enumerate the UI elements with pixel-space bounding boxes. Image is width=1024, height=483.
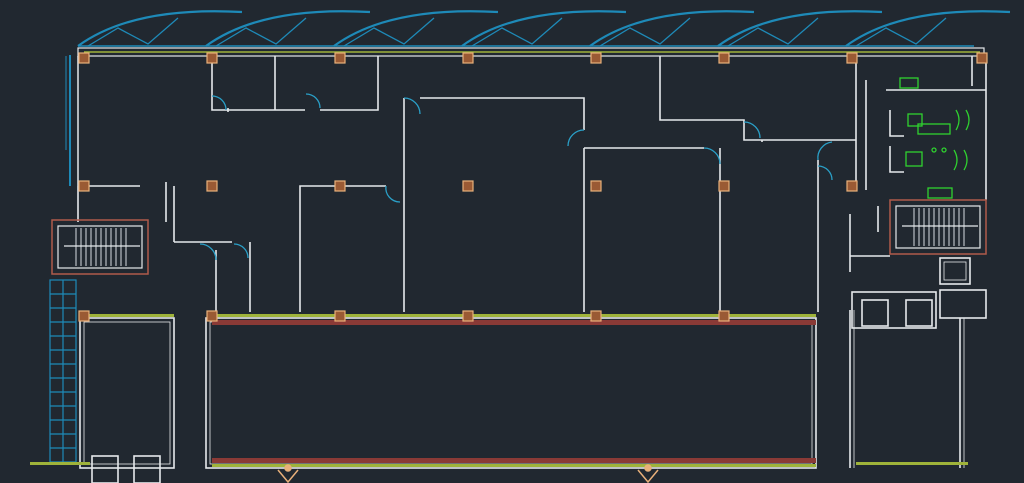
door-swings [199, 93, 833, 261]
west-curtain-wall [49, 279, 77, 465]
canopy-truss [727, 17, 819, 47]
canopy-arc [461, 10, 627, 47]
north-facade [77, 47, 985, 57]
column [78, 180, 90, 192]
door-swing [233, 243, 249, 259]
canopy-arc [205, 10, 371, 47]
canopy-truss [599, 17, 691, 47]
canopy-truss [87, 17, 179, 47]
entrance-markers [277, 464, 659, 483]
column [206, 310, 218, 322]
column [334, 180, 346, 192]
door-swing [743, 121, 761, 139]
column [590, 52, 602, 64]
column [78, 310, 90, 322]
door-swing [817, 141, 833, 161]
west-facade [65, 55, 79, 186]
column [206, 52, 218, 64]
column [462, 310, 474, 322]
column [976, 52, 988, 64]
column [846, 52, 858, 64]
column [462, 52, 474, 64]
column [718, 180, 730, 192]
door-swing [703, 147, 721, 165]
door-swing [817, 165, 833, 181]
door-swing [385, 185, 401, 203]
column [846, 180, 858, 192]
column [718, 52, 730, 64]
canopy-structure [77, 10, 1011, 47]
door-swing [305, 93, 321, 109]
canopy-arc [77, 10, 243, 47]
glazing-strips [30, 314, 968, 467]
column [462, 180, 474, 192]
canopy-arc [333, 10, 499, 47]
stairwell-west [51, 219, 149, 275]
column [334, 310, 346, 322]
structural-columns [78, 52, 988, 322]
restroom-fixtures [899, 77, 970, 199]
canopy-arc [589, 10, 755, 47]
canopy-arc [717, 10, 883, 47]
column [78, 52, 90, 64]
column [590, 180, 602, 192]
door-swing [403, 97, 421, 115]
door-swing [567, 129, 585, 147]
canopy-truss [343, 17, 435, 47]
column [334, 52, 346, 64]
canopy-truss [855, 17, 947, 47]
stairwell-east [889, 199, 987, 255]
door-swing [211, 95, 227, 111]
column [718, 310, 730, 322]
interior-walls [77, 56, 987, 483]
canopy-truss [471, 17, 563, 47]
canopy-truss [215, 17, 307, 47]
column [206, 180, 218, 192]
column [590, 310, 602, 322]
door-swing [199, 243, 217, 261]
canopy-arc [845, 10, 1011, 47]
